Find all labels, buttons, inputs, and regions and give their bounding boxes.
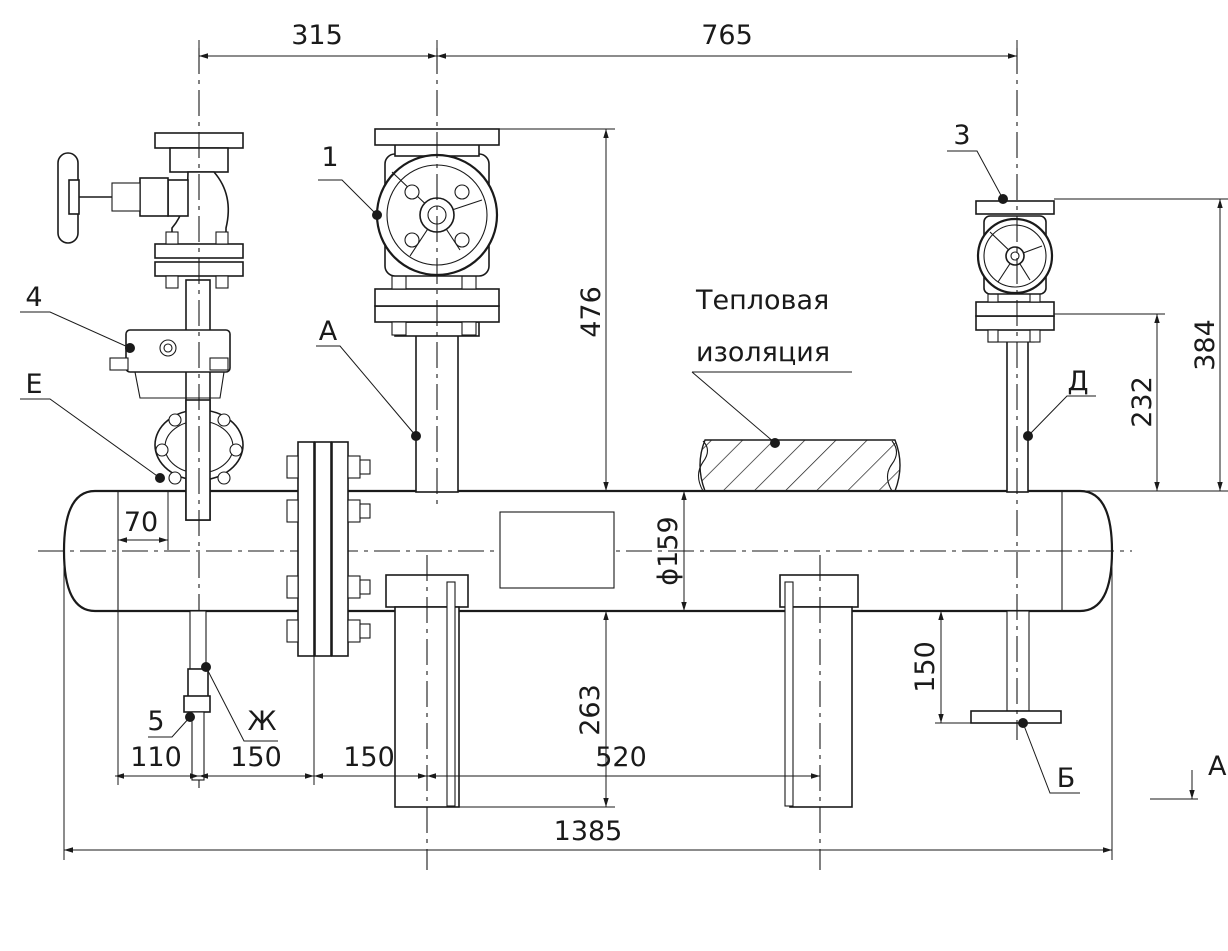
support-right: [779, 555, 859, 870]
callout-e: Е: [25, 369, 42, 400]
dim-150-a: 150: [230, 742, 282, 773]
valve-3: [970, 48, 1062, 740]
callout-texts: 1 3 4 Е А Д Б 5 Ж А: [25, 120, 1227, 794]
insulation-label-line1: Тепловая: [695, 285, 829, 316]
dim-159: ϕ159: [653, 516, 684, 585]
dim-263: 263: [575, 684, 606, 736]
dim-150-vertical: 150: [910, 641, 941, 693]
insulation-label-line2: изоляция: [696, 337, 830, 368]
callout-zh: Ж: [247, 706, 276, 737]
dimension-texts: 315 765 476 384 232 70 ϕ159 263 150 110 …: [124, 20, 1221, 847]
dim-70: 70: [124, 507, 158, 538]
dim-384: 384: [1190, 319, 1221, 371]
dim-1385: 1385: [554, 816, 623, 847]
dim-232: 232: [1127, 376, 1158, 428]
callout-1: 1: [321, 142, 338, 173]
section-mark-a: А: [1208, 751, 1227, 782]
dim-150-b: 150: [343, 742, 395, 773]
dim-476: 476: [576, 286, 607, 338]
dim-315: 315: [291, 20, 343, 51]
callout-4: 4: [25, 282, 42, 313]
valve-1: [374, 48, 500, 510]
dim-765: 765: [701, 20, 753, 51]
callout-a: А: [319, 316, 338, 347]
callout-b: Б: [1057, 763, 1076, 794]
support-left: [385, 555, 469, 870]
dim-110: 110: [130, 742, 182, 773]
leader-lines: [20, 150, 1198, 800]
drain-valve-5: [183, 610, 211, 781]
dim-520: 520: [595, 742, 647, 773]
callout-d: Д: [1067, 366, 1088, 397]
insulation-label: Тепловая изоляция: [695, 285, 830, 368]
flange-joint: [286, 441, 371, 657]
vessel-body: [38, 489, 1132, 613]
nameplate: [499, 511, 615, 589]
callout-3: 3: [953, 120, 970, 151]
valve-4-assembly: [57, 48, 244, 790]
thermal-insulation: [697, 439, 901, 492]
dimension-lines: [63, 40, 1228, 860]
callout-5: 5: [147, 706, 164, 737]
